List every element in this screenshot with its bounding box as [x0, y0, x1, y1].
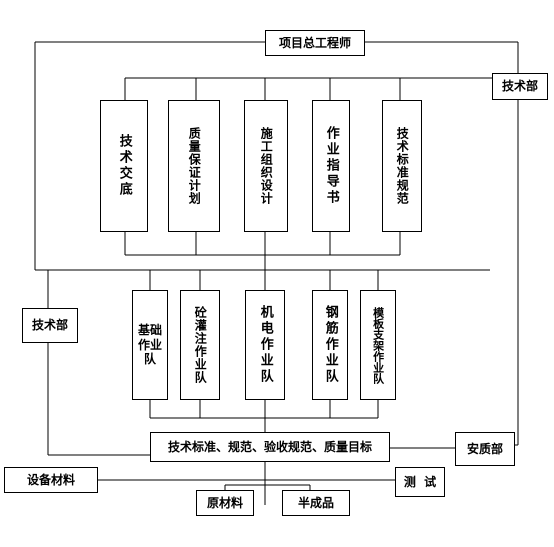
raw-material-box: 原材料 — [196, 490, 254, 516]
safety-dept-box: 安质部 — [455, 432, 515, 466]
project-chief-engineer-box: 项目总工程师 — [265, 30, 365, 56]
team-box-concrete: 砼灌注作业队 — [180, 290, 220, 400]
team-label-mechanical: 机电作业队 — [257, 305, 273, 385]
doc-label-quality-plan: 质量保证计划 — [187, 127, 202, 205]
doc-label-construction-design: 施工组织设计 — [259, 127, 274, 205]
doc-box-tech-briefing: 技术交底 — [100, 100, 148, 232]
team-box-foundation: 基础作业队 — [132, 290, 168, 400]
doc-label-tech-standards: 技术标准规范 — [395, 127, 410, 205]
semi-product-label: 半成品 — [297, 495, 334, 510]
team-label-foundation: 基础作业队 — [137, 323, 162, 367]
safety-dept-label: 安质部 — [466, 441, 503, 456]
doc-box-construction-design: 施工组织设计 — [244, 100, 288, 232]
doc-label-tech-briefing: 技术交底 — [116, 134, 132, 198]
project-chief-engineer-label: 项目总工程师 — [278, 35, 351, 50]
raw-material-label: 原材料 — [206, 495, 243, 510]
team-box-formwork: 模板支架作业队 — [360, 290, 396, 400]
tech-dept-right-label: 技术部 — [501, 79, 538, 94]
testing-box: 测 试 — [395, 467, 445, 497]
team-label-concrete: 砼灌注作业队 — [193, 306, 208, 384]
doc-box-quality-plan: 质量保证计划 — [168, 100, 220, 232]
tech-dept-right-box: 技术部 — [492, 73, 548, 100]
doc-label-work-guide: 作业指导书 — [323, 126, 339, 206]
testing-label: 测 试 — [403, 474, 437, 489]
tech-dept-left-box: 技术部 — [22, 308, 78, 343]
team-label-formwork: 模板支架作业队 — [371, 306, 385, 384]
doc-box-work-guide: 作业指导书 — [312, 100, 350, 232]
equipment-box: 设备材料 — [4, 467, 98, 493]
semi-product-box: 半成品 — [282, 490, 350, 516]
equipment-label: 设备材料 — [26, 472, 75, 487]
standards-box: 技术标准、规范、验收规范、质量目标 — [150, 432, 390, 462]
tech-dept-left-label: 技术部 — [31, 318, 68, 333]
doc-box-tech-standards: 技术标准规范 — [382, 100, 422, 232]
team-box-mechanical: 机电作业队 — [245, 290, 285, 400]
team-box-rebar: 钢筋作业队 — [312, 290, 348, 400]
team-label-rebar: 钢筋作业队 — [322, 305, 338, 385]
standards-label: 技术标准、规范、验收规范、质量目标 — [167, 439, 372, 454]
